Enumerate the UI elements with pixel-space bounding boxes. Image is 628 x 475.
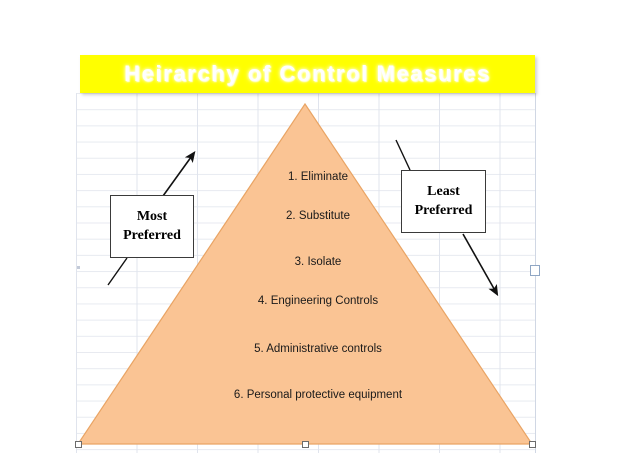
most-preferred-leader-line [107,257,128,286]
grid-tick-left [77,266,80,269]
selected-cell-marker[interactable] [530,265,540,276]
shape-handle-bottom-left[interactable] [75,441,82,448]
pyramid-item-6: 6. Personal protective equipment [233,389,403,401]
callout-most-preferred-line2: Preferred [123,227,181,243]
page-title: Heirarchy of Control Measures [124,61,491,86]
pyramid-item-5: 5. Administrative controls [254,343,382,355]
pyramid-item-4: 4. Engineering Controls [257,295,379,307]
callout-least-preferred-line1: Least [427,183,460,199]
callout-least-preferred-line2: Preferred [414,202,473,218]
title-banner[interactable]: Heirarchy of Control Measures [80,55,535,93]
pyramid-item-1: 1. Eliminate [287,171,349,183]
pyramid-item-2: 2. Substitute [286,210,350,222]
callout-most-preferred-line1: Most [136,208,168,224]
pyramid-item-3: 3. Isolate [294,256,342,268]
shape-handle-bottom-right[interactable] [529,441,536,448]
least-preferred-leader-line [395,139,411,171]
shape-handle-bottom-center[interactable] [302,441,309,448]
callout-most-preferred[interactable]: Most Preferred [110,195,194,258]
callout-least-preferred[interactable]: Least Preferred [401,170,486,233]
